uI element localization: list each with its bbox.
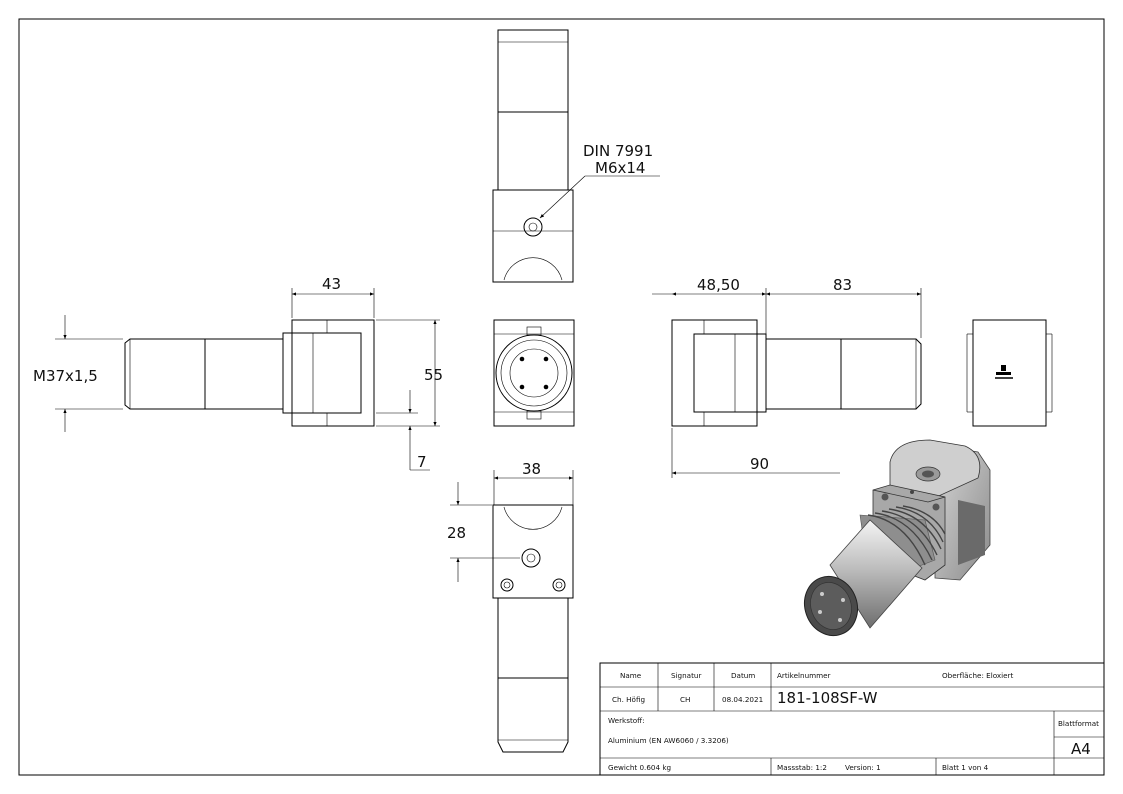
dim-thread-text: M37x1,5 — [33, 367, 98, 385]
dim-7-text: 7 — [417, 453, 427, 471]
dim-83: 83 — [766, 276, 922, 338]
tb-signatur: CH — [680, 695, 690, 704]
tb-blatt: Blatt 1 von 4 — [942, 763, 989, 772]
tb-header-signatur: Signatur — [671, 671, 701, 680]
tb-blattformat-label: Blattformat — [1058, 719, 1099, 728]
dim-43: 43 — [291, 275, 375, 318]
dim-48-text: 48,50 — [697, 276, 740, 294]
tb-header-name: Name — [620, 671, 642, 680]
left-side-view — [124, 319, 375, 427]
dim-38: 38 — [493, 460, 574, 505]
dim-55: 55 — [376, 319, 443, 427]
dim-48-50: 48,50 — [652, 276, 767, 334]
tb-header-datum: Datum — [731, 671, 755, 680]
tb-werkstoff-label: Werkstoff: — [608, 716, 645, 725]
tb-oberflaeche: Oberfläche: Eloxiert — [942, 671, 1014, 680]
tb-gewicht: Gewicht 0.604 kg — [608, 763, 671, 772]
screw-callout: DIN 7991 M6x14 — [539, 142, 660, 219]
tb-name: Ch. Höfig — [612, 695, 645, 704]
tb-werkstoff: Aluminium (EN AW6060 / 3.3206) — [608, 736, 729, 745]
dim-55-text: 55 — [424, 366, 443, 384]
tb-massstab: Massstab: 1:2 — [777, 763, 827, 772]
tb-version: Version: 1 — [845, 763, 881, 772]
dim-28-text: 28 — [447, 524, 466, 542]
title-block: Name Signatur Datum Artikelnummer Oberfl… — [599, 662, 1105, 776]
end-view — [966, 319, 1053, 427]
dim-90-text: 90 — [750, 455, 769, 473]
tb-header-artikel: Artikelnummer — [777, 671, 831, 680]
dim-thread: M37x1,5 — [33, 315, 123, 432]
dim-90: 90 — [671, 428, 840, 478]
screw-hole — [523, 217, 543, 237]
right-side-view — [671, 319, 922, 427]
sheet-border — [18, 18, 1105, 776]
tb-datum: 08.04.2021 — [722, 695, 763, 704]
dim-43-text: 43 — [322, 275, 341, 293]
top-view — [492, 29, 574, 283]
front-view — [493, 319, 575, 427]
callout-line1: DIN 7991 — [583, 142, 653, 160]
dim-83-text: 83 — [833, 276, 852, 294]
bottom-view — [492, 504, 574, 753]
tb-blattformat: A4 — [1071, 740, 1091, 758]
engraving-mark — [1001, 365, 1006, 371]
tb-artikelnummer: 181-108SF-W — [777, 689, 878, 707]
dim-38-text: 38 — [522, 460, 541, 478]
dim-7: 7 — [376, 390, 430, 471]
dim-28: 28 — [447, 482, 520, 582]
callout-line2: M6x14 — [595, 159, 645, 177]
isometric-view — [804, 439, 991, 637]
